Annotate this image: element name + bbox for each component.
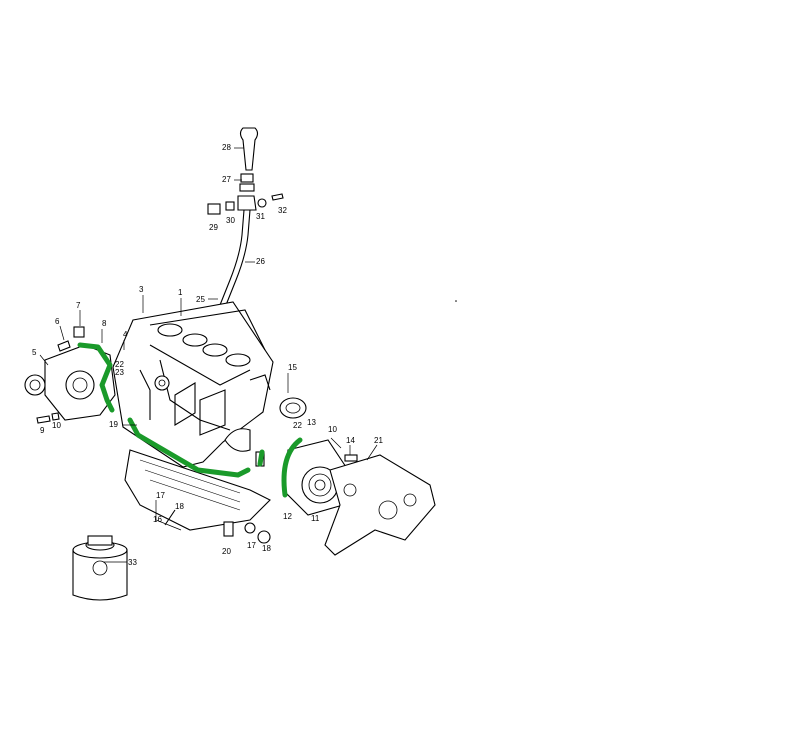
callout-26: 26 — [256, 257, 265, 266]
callout-7: 7 — [76, 301, 81, 310]
callout-1: 1 — [178, 288, 183, 297]
callout-15: 15 — [288, 363, 297, 372]
callout-10-pump: 10 — [52, 421, 61, 430]
callout-3: 3 — [139, 285, 144, 294]
callout-18-pan: 18 — [175, 502, 184, 511]
callout-23: 23 — [115, 368, 124, 377]
intermediate-plate — [324, 454, 436, 556]
callout-29: 29 — [209, 223, 218, 232]
callout-labels: 1 3 4 5 6 7 8 9 10 10 11 12 13 14 15 16 … — [32, 143, 383, 567]
callout-5: 5 — [32, 348, 37, 357]
oil-pump-housing — [24, 326, 116, 424]
callout-14: 14 — [346, 436, 355, 445]
callout-32: 32 — [278, 206, 287, 215]
callout-33: 33 — [128, 558, 137, 567]
callout-12: 12 — [283, 512, 292, 521]
callout-9: 9 — [40, 426, 45, 435]
highlighted-gaskets — [77, 342, 303, 498]
callout-11: 11 — [311, 514, 320, 523]
callout-30: 30 — [226, 216, 235, 225]
callout-13: 13 — [307, 418, 316, 427]
callout-22-block: 22 — [115, 360, 124, 369]
callout-18-bolt: 18 — [262, 544, 271, 553]
callout-21: 21 — [374, 436, 383, 445]
oil-pan — [124, 449, 271, 531]
leader-lines — [39, 147, 378, 563]
callout-17-bolt: 17 — [247, 541, 256, 550]
callout-16: 16 — [153, 515, 162, 524]
callout-25: 25 — [196, 295, 205, 304]
callout-28: 28 — [222, 143, 231, 152]
callout-22-front: 22 — [293, 421, 302, 430]
callout-19: 19 — [109, 420, 118, 429]
callout-20: 20 — [222, 547, 231, 556]
cylinder-block — [112, 301, 274, 468]
callout-27: 27 — [222, 175, 231, 184]
callout-4: 4 — [123, 330, 128, 339]
callout-17-pan: 17 — [156, 491, 165, 500]
seal-housing-gasket — [281, 437, 303, 498]
oil-pan-gasket — [127, 417, 251, 478]
seal-ring — [279, 397, 307, 419]
dipstick-assembly — [207, 127, 284, 325]
callout-31: 31 — [256, 212, 265, 221]
oil-filter — [72, 535, 128, 601]
callout-10-front: 10 — [328, 425, 337, 434]
stray-dot — [455, 300, 457, 302]
oil-pump-gasket — [77, 342, 115, 413]
callout-6: 6 — [55, 317, 60, 326]
small-gasket — [257, 449, 265, 467]
callout-8: 8 — [102, 319, 107, 328]
